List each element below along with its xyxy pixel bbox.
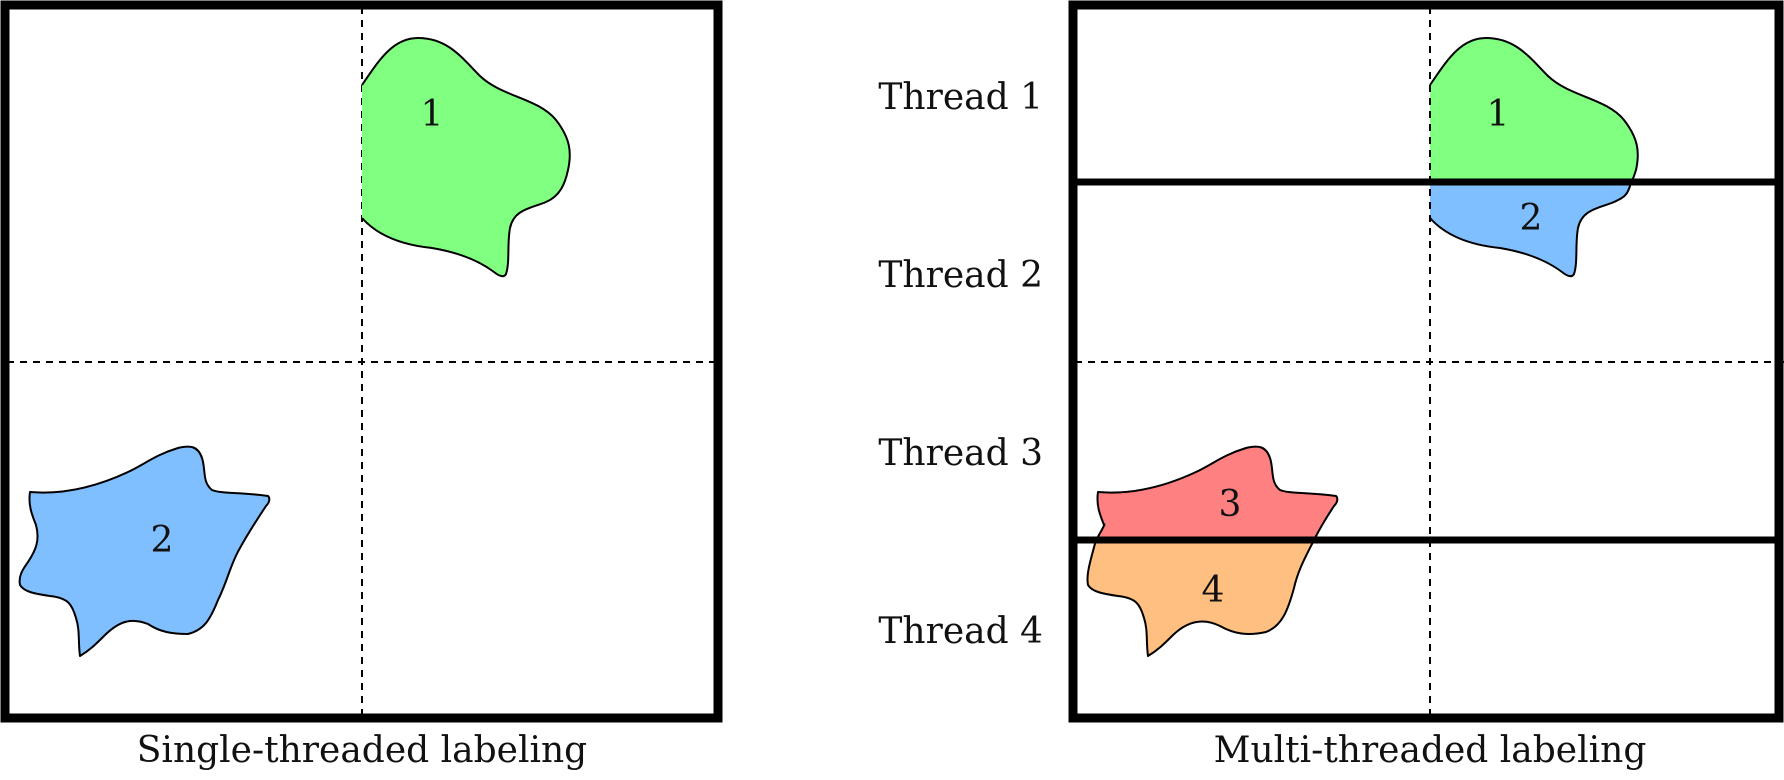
thread-4-label: Thread 4 [878,611,1043,652]
blob-3: 3 [1095,445,1339,541]
blob-1-fill [362,38,570,277]
blob-4: 4 [1086,539,1315,657]
thread-2-label: Thread 2 [878,255,1043,296]
blob-2-label: 2 [1520,198,1543,239]
blob-3-label: 3 [1219,484,1242,525]
blob-2-label: 2 [151,520,174,561]
blob-1-label: 1 [1487,94,1510,135]
blob-1-label: 1 [421,94,444,135]
blob-1-fill [1430,38,1638,182]
blob-1: 1 [361,37,571,278]
thread-1-label: Thread 1 [878,77,1043,118]
blob-2: 2 [1429,181,1632,278]
multi-panel-overlay [1068,0,1784,723]
blob-4-label: 4 [1202,570,1225,611]
multi-panel-blobs: 1 2 3 4 [1086,37,1639,657]
single-threaded-panel: 1 2 Single-threaded labeling [0,0,723,771]
blob-2-fill [1430,182,1631,277]
thread-3-label: Thread 3 [878,433,1043,474]
blob-2-fill [19,446,270,656]
multi-panel-frame-overlay [1068,0,1784,723]
blob-3-outline [1095,445,1339,541]
blob-2: 2 [18,445,271,657]
blob-1: 1 [1429,37,1639,183]
blob-4-fill [1087,540,1314,656]
multi-threaded-panel: Thread 1 Thread 2 Thread 3 Thread 4 Mult… [878,0,1784,771]
blob-1-outline [1429,37,1639,183]
blob-3-fill [1096,446,1338,540]
single-panel-frame-overlay [0,0,723,723]
single-panel-caption: Single-threaded labeling [137,730,587,771]
multi-panel-caption: Multi-threaded labeling [1214,730,1647,771]
blob-1-outline [361,37,571,278]
blob-4-outline [1086,539,1315,657]
blob-2-outline [1429,181,1632,278]
